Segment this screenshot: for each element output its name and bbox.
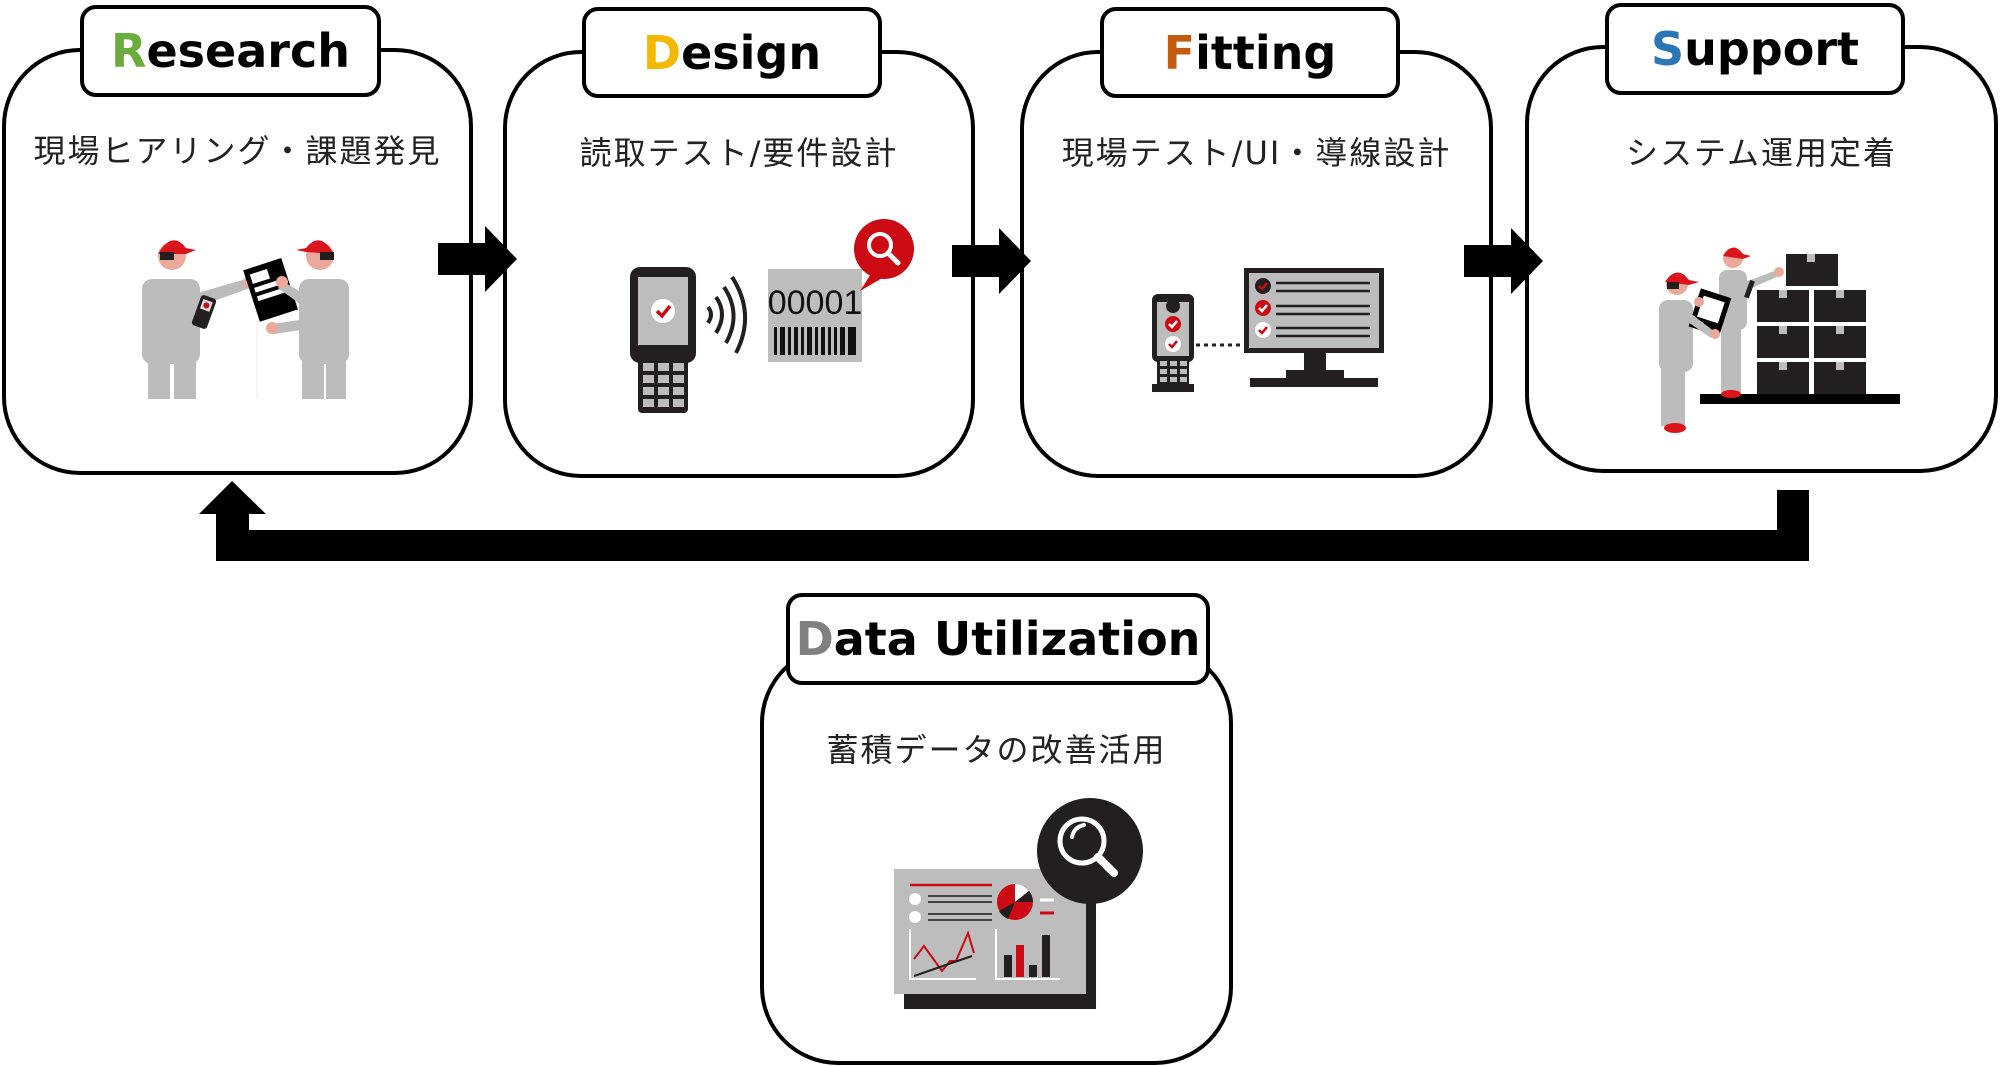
stage-card-research: 現場ヒアリング・課題発見 (2, 48, 473, 475)
stage-title-rest: esearch (146, 24, 350, 78)
bar-chart-icon (995, 929, 1060, 980)
stage-card-support: システム運用定着 (1525, 45, 1998, 473)
barcode-code-text: 00001 (768, 284, 863, 322)
stage-title-support: Support (1651, 22, 1859, 76)
stage-tab-design: Design (582, 7, 882, 98)
stage-title-research: Research (111, 24, 350, 78)
stacked-boxes-icon (1700, 254, 1900, 404)
worker-back (1719, 247, 1784, 398)
handheld-scanner-icon (630, 267, 696, 413)
line-chart-icon (909, 929, 976, 980)
stage-initial-support: S (1650, 22, 1685, 76)
magnifier-icon (1037, 798, 1143, 904)
stage-initial-design: D (642, 25, 682, 80)
stage-title-fitting: Fitting (1164, 26, 1337, 80)
stage-title-data-utilization: Data Utilization (796, 612, 1201, 666)
stage-title-rest: esign (681, 25, 822, 80)
stage-tab-fitting: Fitting (1100, 7, 1400, 98)
worker-front (1659, 272, 1732, 433)
stage-subtitle-data-utilization: 蓄積データの改善活用 (826, 731, 1167, 769)
stage-title-rest: itting (1195, 25, 1337, 80)
arrow-fitting-to-support (1464, 228, 1543, 294)
stage-title-rest: ata Utilization (833, 612, 1201, 666)
arrow-research-to-design (438, 226, 517, 292)
stage-tab-data-utilization: Data Utilization (786, 593, 1210, 685)
signal-waves-icon (706, 275, 747, 354)
dashboard-analysis-icon (894, 798, 1143, 1009)
worker-left (142, 240, 255, 399)
barcode-label: 00001 (768, 269, 863, 362)
arrow-design-to-fitting (952, 228, 1031, 294)
stage-card-data-utilization: 蓄積データの改善活用 (760, 645, 1233, 1065)
handheld-monitor-icon (1152, 268, 1384, 392)
stage-title-design: Design (643, 26, 821, 80)
monitor-icon (1244, 268, 1384, 387)
stage-initial-research: R (111, 24, 147, 78)
stage-subtitle-fitting: 現場テスト/UI・導線設計 (1061, 134, 1452, 172)
stage-subtitle-design: 読取テスト/要件設計 (579, 134, 899, 172)
scanner-barcode-icon: 00001 (630, 219, 914, 413)
worker-right (266, 240, 349, 399)
stage-initial-fitting: F (1163, 25, 1196, 80)
stage-tab-support: Support (1605, 3, 1905, 95)
magnifier-bubble-icon (854, 219, 914, 291)
stage-subtitle-support: システム運用定着 (1625, 134, 1898, 172)
stage-tab-research: Research (80, 5, 381, 97)
handheld-terminal-icon (1152, 294, 1194, 392)
stage-initial-data-utilization: D (795, 612, 834, 666)
document-icon (243, 258, 298, 322)
stage-card-fitting: 現場テスト/UI・導線設計 (1020, 50, 1493, 478)
warehouse-workers-icon (1659, 247, 1900, 433)
pie-chart-icon (997, 884, 1033, 920)
stage-title-rest: upport (1684, 22, 1860, 76)
workers-interview-icon (142, 240, 349, 399)
stage-subtitle-research: 現場ヒアリング・課題発見 (33, 132, 442, 170)
